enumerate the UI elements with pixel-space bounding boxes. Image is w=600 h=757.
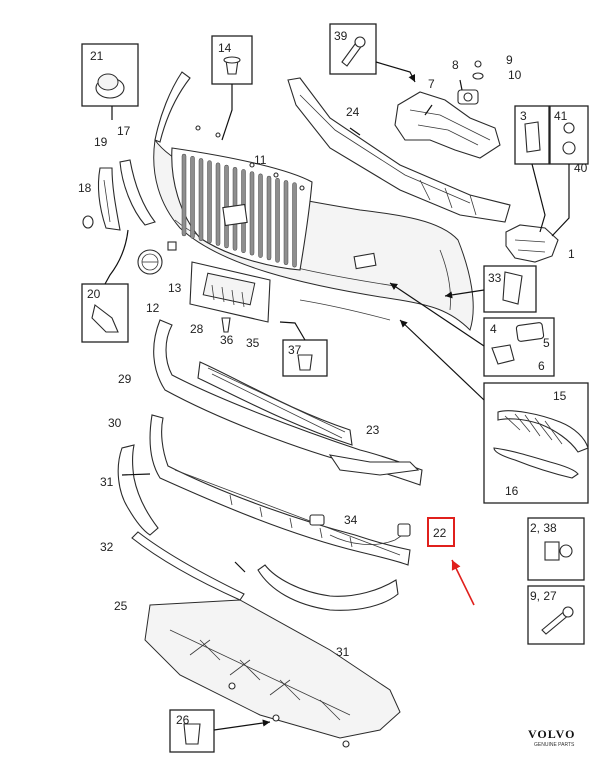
- fasteners-top: [195, 125, 305, 191]
- callout-20: 20: [87, 287, 101, 301]
- lower-spoiler-30: [149, 414, 411, 566]
- callout-labels: 1 3 4 5 6 7 8 9 10 11 12 13 14 15 16 17 …: [78, 29, 588, 727]
- box-39: [329, 23, 377, 75]
- callout-19: 19: [94, 135, 108, 149]
- box-26: [169, 709, 215, 753]
- callout-9-27: 9, 27: [530, 589, 557, 603]
- clip-34: [309, 514, 325, 526]
- clip-bottom-2: [272, 714, 280, 722]
- callout-14: 14: [218, 41, 232, 55]
- box-9-27: [527, 585, 585, 645]
- callout-25: 25: [114, 599, 128, 613]
- side-bracket-17: [119, 159, 156, 226]
- callout-15: 15: [553, 389, 567, 403]
- grille-bar: [198, 158, 204, 242]
- reinforcement-beam: [287, 77, 511, 223]
- callout-16: 16: [505, 484, 519, 498]
- brand-name: VOLVO: [528, 727, 575, 741]
- grille-bar: [258, 173, 263, 258]
- mount-bracket: [505, 224, 559, 263]
- underbody-shield: [144, 599, 401, 739]
- callout-4: 4: [490, 322, 497, 336]
- callout-11: 11: [254, 153, 267, 167]
- screw-9-10: [472, 60, 484, 80]
- grille-bar: [215, 162, 221, 246]
- box-2-38: [527, 517, 585, 581]
- callout-12: 12: [146, 301, 160, 315]
- callout-26: 26: [176, 713, 190, 727]
- callout-1: 1: [568, 247, 575, 261]
- callout-23: 23: [366, 423, 380, 437]
- callout-36: 36: [220, 333, 234, 347]
- callout-30: 30: [108, 416, 122, 430]
- callout-22: 22: [433, 526, 447, 540]
- clip-13: [167, 241, 177, 251]
- sensor-bracket: [457, 89, 479, 105]
- callout-41: 41: [554, 109, 568, 123]
- part-23: [328, 454, 420, 476]
- highlight-arrow: [451, 559, 475, 606]
- lower-grille-28: [197, 361, 353, 446]
- highlight-box-22: [427, 517, 455, 547]
- callout-35: 35: [246, 336, 260, 350]
- callout-24: 24: [346, 105, 360, 119]
- box-15-16: [483, 382, 589, 504]
- grille-bar: [249, 171, 255, 256]
- emblem: [137, 249, 163, 275]
- callout-40: 40: [574, 161, 588, 175]
- callout-39: 39: [334, 29, 348, 43]
- box-41-40: [549, 105, 589, 165]
- grille-bar: [207, 160, 212, 244]
- callout-6: 6: [538, 359, 545, 373]
- strip-32: [131, 531, 245, 601]
- callout-5: 5: [543, 336, 550, 350]
- leader-lines: [104, 61, 570, 731]
- clip-bottom-3: [342, 740, 350, 748]
- callout-3: 3: [520, 109, 527, 123]
- license-plate-holder: [189, 261, 271, 323]
- screw-36: [221, 317, 231, 333]
- clip-18: [82, 215, 94, 229]
- callout-21: 21: [90, 49, 104, 63]
- callout-2-38: 2, 38: [530, 521, 557, 535]
- box-21: [81, 43, 139, 107]
- side-trim-31-left: [117, 444, 159, 536]
- bumper-bracket: [394, 91, 501, 159]
- wiring-22: [329, 523, 411, 545]
- callout-18: 18: [78, 181, 92, 195]
- grille-bar: [266, 175, 272, 261]
- bumper-side-strip: [154, 71, 191, 143]
- volvo-logo: VOLVO GENUINE PARTS: [528, 727, 575, 748]
- grille-bar: [292, 182, 297, 268]
- callout-7: 7: [428, 77, 435, 91]
- callout-10: 10: [508, 68, 522, 82]
- callout-28: 28: [190, 322, 204, 336]
- side-trim-31-bottom: [257, 564, 399, 611]
- callout-34: 34: [344, 513, 358, 527]
- grille: [171, 147, 313, 271]
- box-20: [81, 283, 129, 343]
- grille-bar: [283, 180, 289, 266]
- callout-9: 9: [506, 53, 513, 67]
- callout-17: 17: [117, 124, 131, 138]
- box-4-5-6: [483, 317, 555, 377]
- callout-29: 29: [118, 372, 132, 386]
- side-bracket-19: [97, 167, 121, 231]
- clip-bottom-1: [228, 682, 236, 690]
- brand-sub: GENUINE PARTS: [534, 742, 575, 748]
- callout-13: 13: [168, 281, 182, 295]
- callout-31a: 31: [100, 475, 114, 489]
- callout-31b: 31: [336, 645, 350, 659]
- callout-33: 33: [488, 271, 502, 285]
- box-33: [483, 265, 537, 313]
- callout-8: 8: [452, 58, 459, 72]
- box-3: [514, 105, 550, 165]
- callout-32: 32: [100, 540, 114, 554]
- callout-37: 37: [288, 343, 302, 357]
- grille-bar: [275, 177, 280, 263]
- grille-bar: [181, 153, 187, 237]
- grille-bar: [190, 155, 195, 239]
